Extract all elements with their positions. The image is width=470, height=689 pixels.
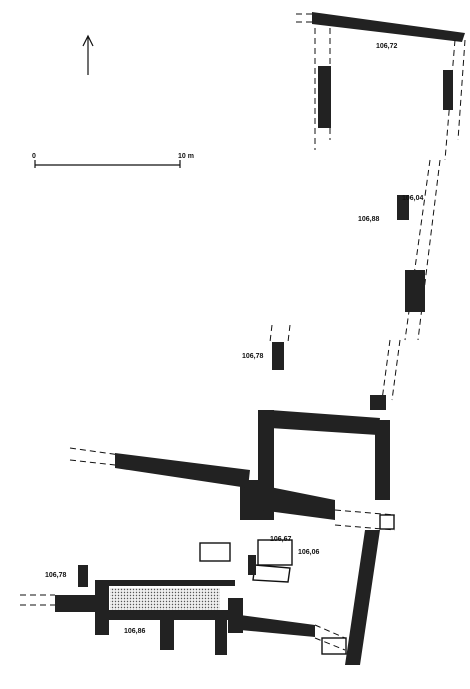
elevation-label: 106,88	[358, 216, 380, 223]
north-wall	[296, 12, 466, 161]
scale-bar: 0 10 m	[32, 153, 194, 168]
elevation-label: 106,72	[376, 43, 398, 50]
elevation-label: 106,06	[298, 549, 320, 556]
elevation-label: 106,78	[45, 572, 67, 579]
scale-label-end: 10 m	[178, 153, 194, 160]
south-east-wall	[199, 509, 396, 665]
elevation-label: 106,86	[124, 628, 146, 635]
west-wall	[69, 447, 250, 488]
elevation-label: 106,67	[270, 536, 292, 543]
north-arrow-icon	[82, 34, 94, 75]
elevation-label: 106,78	[242, 353, 264, 360]
central-room	[240, 324, 390, 520]
east-wall	[381, 159, 441, 401]
scale-label-start: 0	[32, 153, 36, 160]
elevation-label: 106,04	[402, 195, 424, 202]
south-building	[20, 565, 347, 655]
